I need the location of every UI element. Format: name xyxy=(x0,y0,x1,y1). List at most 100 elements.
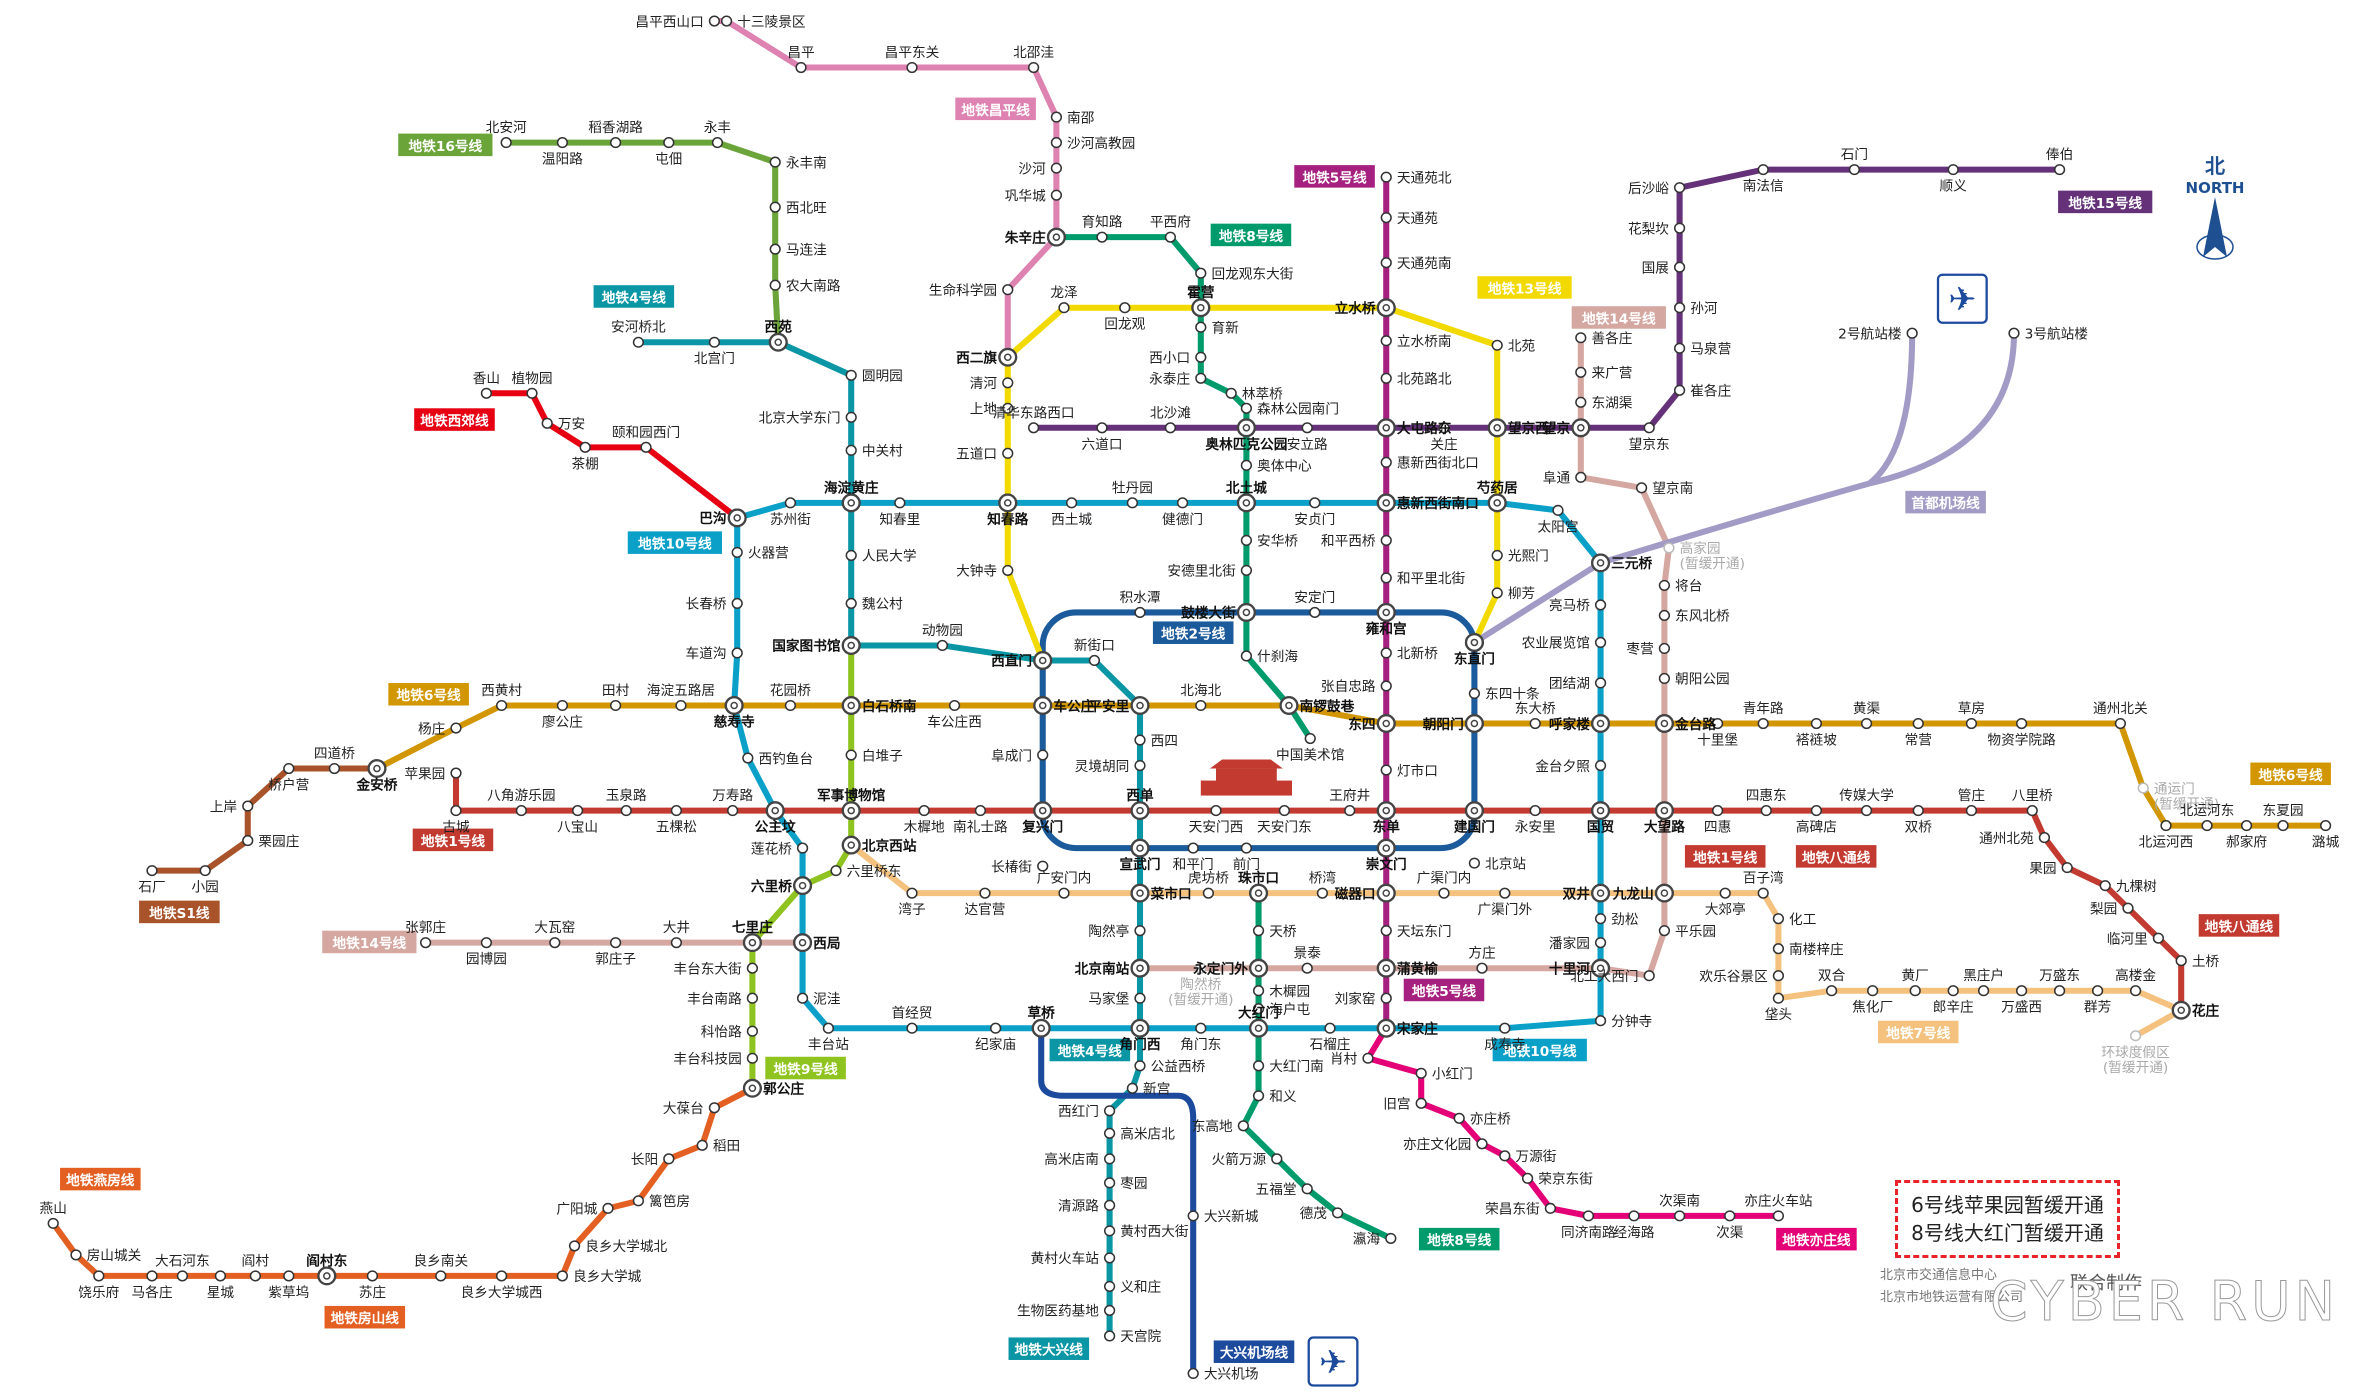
transfer-station-marker[interactable] xyxy=(1376,838,1396,858)
station-marker[interactable] xyxy=(1195,372,1207,384)
station-marker[interactable] xyxy=(769,279,781,291)
station-label[interactable]: 西北旺 xyxy=(786,200,827,216)
station-marker[interactable] xyxy=(1240,402,1253,414)
station-marker[interactable] xyxy=(1134,606,1146,618)
station-marker[interactable] xyxy=(1301,962,1313,974)
station-label[interactable]: 园博园 xyxy=(466,951,507,968)
station-marker[interactable] xyxy=(480,937,493,949)
station-marker[interactable] xyxy=(1380,680,1392,692)
line-badge[interactable] xyxy=(1571,306,1666,329)
station-label[interactable]: 大石河东 xyxy=(155,1253,210,1269)
station-label[interactable]: 焦化厂 xyxy=(1852,1000,1893,1016)
station-label[interactable]: 清源路 xyxy=(1058,1199,1099,1215)
station-label[interactable]: 亦庄火车站 xyxy=(1744,1192,1813,1209)
station-label[interactable]: 巴沟 xyxy=(699,510,726,527)
station-label[interactable]: 苏州街 xyxy=(770,512,811,528)
station-label[interactable]: 大屯路东 xyxy=(1397,420,1452,437)
station-label[interactable]: 天安门东 xyxy=(1257,820,1312,836)
station-label[interactable]: 南楼梓庄 xyxy=(1789,941,1844,958)
station-marker[interactable] xyxy=(1912,717,1924,730)
station-label[interactable]: 房山城关 xyxy=(87,1248,142,1264)
station-marker[interactable] xyxy=(93,1270,105,1282)
transfer-station-marker[interactable] xyxy=(1591,958,1611,978)
station-label[interactable]: 芍药居 xyxy=(1477,479,1518,496)
line-badge[interactable] xyxy=(765,1056,846,1080)
station-label[interactable]: 惠新西街北口 xyxy=(1397,456,1479,472)
station-marker[interactable] xyxy=(70,1249,82,1261)
station-label[interactable]: 天通苑北 xyxy=(1397,170,1452,186)
station-marker[interactable] xyxy=(845,549,857,561)
station-marker[interactable] xyxy=(796,992,809,1004)
station-marker[interactable] xyxy=(845,597,857,609)
transfer-station-marker[interactable] xyxy=(1654,801,1674,820)
transfer-station-marker[interactable] xyxy=(1376,714,1396,733)
station-marker[interactable] xyxy=(1658,579,1671,591)
station-label[interactable]: 小园 xyxy=(192,880,219,896)
station-label[interactable]: 东高地 xyxy=(1192,1118,1233,1135)
station-marker[interactable] xyxy=(556,1270,569,1282)
station-marker[interactable] xyxy=(1309,497,1321,509)
station-label[interactable]: 张自忠路 xyxy=(1321,679,1376,695)
station-label[interactable]: 望京西 xyxy=(1508,420,1549,437)
station-marker[interactable] xyxy=(2015,985,2028,997)
station-marker[interactable] xyxy=(1187,1210,1199,1222)
station-marker[interactable] xyxy=(2137,782,2149,794)
station-label[interactable]: 安德里北街 xyxy=(1167,564,1236,580)
station-marker[interactable] xyxy=(579,441,591,453)
station-label[interactable]: 万源街 xyxy=(1515,1149,1556,1165)
line-badge[interactable] xyxy=(1210,223,1292,247)
station-marker[interactable] xyxy=(1965,717,1978,730)
station-marker[interactable] xyxy=(620,805,632,817)
station-label[interactable]: 良乡大学城北 xyxy=(585,1239,667,1255)
station-label[interactable]: 生物医药基地 xyxy=(1017,1303,1099,1320)
station-marker[interactable] xyxy=(784,699,797,712)
station-label[interactable]: 西直门 xyxy=(991,653,1032,670)
station-label[interactable]: 朝阳公园 xyxy=(1675,672,1730,688)
station-label[interactable]: 物资学院路 xyxy=(1987,733,2056,749)
station-marker[interactable] xyxy=(2122,902,2134,914)
station-marker[interactable] xyxy=(742,752,754,764)
station-label[interactable]: 广阳城 xyxy=(556,1202,597,1218)
station-label[interactable]: 通州北关 xyxy=(2093,701,2148,717)
station-label[interactable]: 垡头 xyxy=(1765,1007,1792,1023)
station-marker[interactable] xyxy=(989,1022,1002,1034)
station-label[interactable]: 土桥 xyxy=(2192,954,2220,970)
station-marker[interactable] xyxy=(1380,456,1392,468)
station-label[interactable]: 新宫 xyxy=(1143,1082,1170,1098)
station-marker[interactable] xyxy=(1385,1232,1397,1244)
station-label[interactable]: 朱辛庄 xyxy=(1005,230,1046,247)
transfer-station-marker[interactable] xyxy=(742,1078,762,1098)
station-label[interactable]: 海淀五路居 xyxy=(647,683,715,699)
station-marker[interactable] xyxy=(1380,335,1392,347)
station-marker[interactable] xyxy=(769,243,781,255)
station-marker[interactable] xyxy=(1103,1280,1116,1292)
station-label[interactable]: 四道桥 xyxy=(314,746,355,762)
station-label[interactable]: 阎村东 xyxy=(306,1252,347,1269)
transfer-station-marker[interactable] xyxy=(724,696,744,715)
station-label[interactable]: 八宝山 xyxy=(557,820,598,836)
station-label[interactable]: 杨庄 xyxy=(418,720,445,737)
station-marker[interactable] xyxy=(1673,302,1686,314)
station-marker[interactable] xyxy=(1711,805,1724,817)
station-marker[interactable] xyxy=(1628,1210,1640,1222)
station-label[interactable]: 温阳路 xyxy=(542,152,583,168)
station-marker[interactable] xyxy=(2008,327,2020,339)
transfer-station-marker[interactable] xyxy=(1654,883,1674,903)
station-label[interactable]: 马各庄 xyxy=(131,1284,172,1301)
station-label[interactable]: 郭公庄 xyxy=(763,1081,804,1098)
station-label[interactable]: 潘家园 xyxy=(1549,935,1590,952)
station-marker[interactable] xyxy=(1760,805,1772,817)
station-marker[interactable] xyxy=(1103,1304,1116,1316)
station-label[interactable]: 惠新西街南口 xyxy=(1397,495,1479,512)
station-marker[interactable] xyxy=(1476,962,1488,974)
station-marker[interactable] xyxy=(549,937,561,949)
station-label[interactable]: 北新桥 xyxy=(1397,646,1438,662)
station-label[interactable]: 火箭万源 xyxy=(1211,1151,1266,1168)
station-label[interactable]: 车公庄西 xyxy=(927,714,982,731)
station-marker[interactable] xyxy=(146,865,158,877)
station-marker[interactable] xyxy=(1635,482,1648,494)
station-marker[interactable] xyxy=(746,962,759,974)
station-label[interactable]: 安立路 xyxy=(1287,437,1328,453)
station-label[interactable]: 良乡大学城西 xyxy=(461,1285,543,1301)
station-label[interactable]: 魏公村 xyxy=(862,597,903,613)
